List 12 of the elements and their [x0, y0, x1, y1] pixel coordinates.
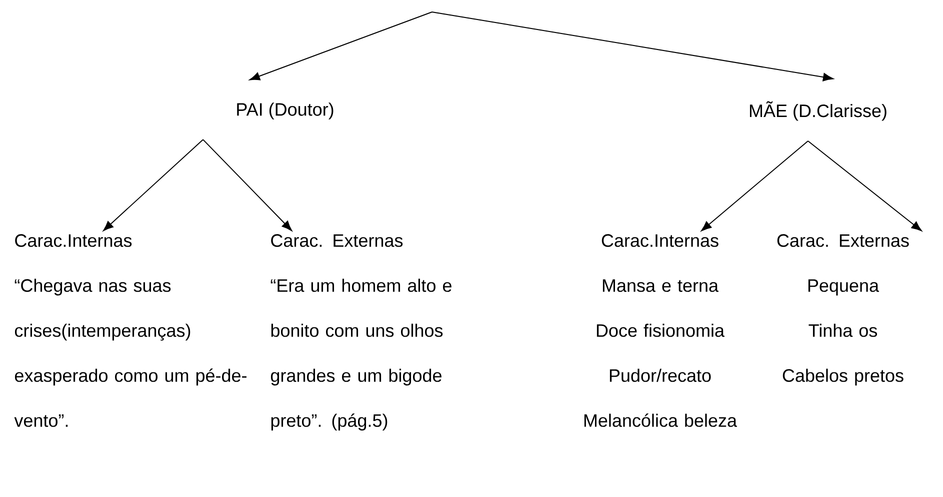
- arrow: [701, 140, 808, 232]
- arrow: [808, 140, 922, 232]
- trait-list: Carac. Externas Pequena Tinha os Cabelos pretos: [777, 234, 909, 386]
- arrow: [202, 139, 292, 232]
- parent-label: PAI (Doutor): [237, 102, 334, 120]
- arrow: [249, 12, 432, 80]
- parent-label: MÃE (D.Clarisse): [750, 101, 886, 121]
- trait-list: Carac.Internas “Chegava nas suas crises(intemperanças) exasperado como um pé-de-vento”.: [14, 234, 246, 427]
- arrow: [432, 12, 834, 82]
- arrow: [103, 139, 204, 232]
- trait-list: Carac.Internas Mansa e terna Doce fisionomia Pudor/recato Melancólica beleza: [584, 234, 737, 427]
- trait-list: Carac. Externas “Era um homem alto e bonito com uns olhos grandes e um bigode preto”. (pág.5): [270, 234, 452, 430]
